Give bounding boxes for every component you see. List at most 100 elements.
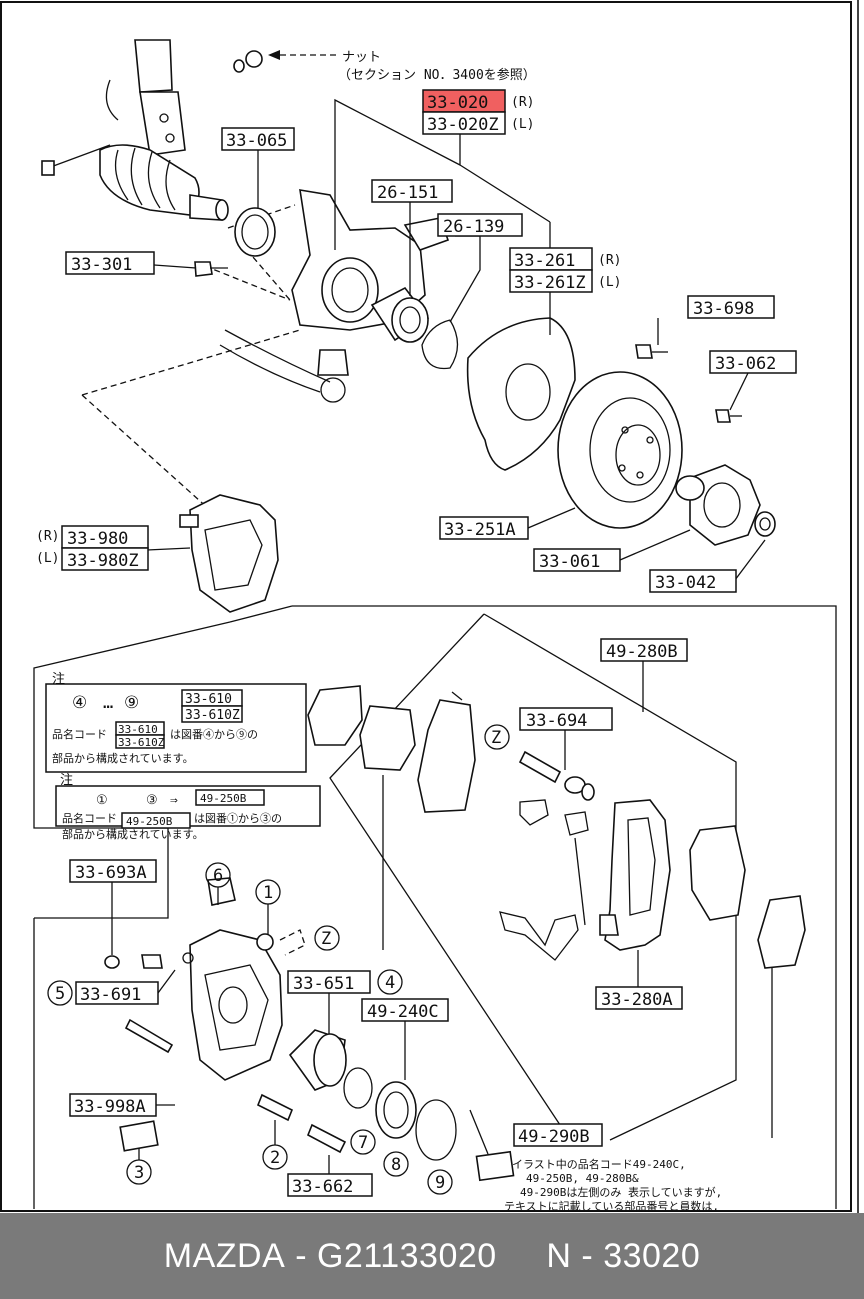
- footer-separator-2: -: [571, 1236, 604, 1275]
- bolts-33-698-33-062-part: [635, 318, 749, 423]
- callout-33-651-label: 33-651: [293, 974, 354, 994]
- dust-cover-33-261-part: [466, 222, 576, 471]
- footer-part-number: G21133020: [316, 1236, 497, 1275]
- callout-33-698[interactable]: 33-698: [687, 295, 775, 319]
- footer-gap: [497, 1237, 547, 1276]
- callout-49-240c[interactable]: 49-240C: [361, 998, 449, 1080]
- right-side-mark-980: (R): [36, 529, 59, 544]
- callout-26-139-label: 26-139: [443, 217, 504, 237]
- callout-33-662-label: 33-662: [292, 1177, 353, 1197]
- note1-line1-suffix: は図番④から⑨の: [170, 728, 258, 741]
- note1-code-a: 33-610: [185, 692, 232, 707]
- left-side-mark: (L): [511, 117, 534, 132]
- note1-title: 注: [52, 672, 65, 687]
- callout-33-020[interactable]: 33-020 33-020Z (R) (L): [334, 89, 551, 250]
- callout-33-280a[interactable]: 33-280A: [595, 950, 683, 1010]
- callout-33-261-label: 33-261: [514, 251, 575, 271]
- note2-num-from: ①: [96, 793, 108, 808]
- clips-part: [499, 799, 589, 961]
- z-marker-mid-label: Z: [321, 929, 331, 949]
- right-side-mark: (R): [511, 95, 534, 110]
- pad-kit-frame: [483, 613, 737, 1141]
- footnote: イラスト中の品名コード49-240C, 49-250B, 49-280B& 49…: [504, 1157, 722, 1213]
- callout-33-691-label: 33-691: [80, 985, 141, 1005]
- callout-33-251a-label: 33-251A: [444, 520, 516, 540]
- oil-seal-33-065-part: [234, 150, 276, 257]
- right-side-mark-261: (R): [598, 253, 621, 268]
- callout-33-980[interactable]: (R) (L) 33-980 33-980Z: [36, 525, 149, 571]
- callout-33-693a[interactable]: 33-693A: [69, 859, 157, 969]
- callout-33-062-label: 33-062: [715, 354, 776, 374]
- note1-line2: 部品から構成されています。: [52, 751, 194, 765]
- callout-33-301[interactable]: 33-301: [65, 251, 197, 275]
- callout-33-261z-label: 33-261Z: [514, 273, 586, 293]
- bleeder-parts: [256, 1093, 347, 1154]
- callout-33-065[interactable]: 33-065: [221, 127, 295, 151]
- num-4-label: 4: [385, 973, 395, 993]
- label-plate-left-part: [119, 1120, 159, 1160]
- piston-part: [288, 1029, 457, 1161]
- left-side-mark-980: (L): [36, 551, 59, 566]
- note-box-1: 注 ④ … ⑨ 33-610 33-610Z 品名コード 33-610 33-6…: [45, 672, 307, 773]
- note2-arrow: ⇒: [170, 793, 178, 808]
- detail-frame-top-right: [292, 605, 837, 1209]
- callout-33-042[interactable]: 33-042: [649, 569, 737, 593]
- note1-line1-prefix: 品名コード: [52, 727, 107, 741]
- num-7-label: 7: [358, 1133, 368, 1153]
- callout-33-651[interactable]: 33-651 4: [287, 969, 403, 1040]
- callout-26-151[interactable]: 26-151: [371, 179, 453, 203]
- hub-nut-33-042-part: [734, 511, 776, 581]
- footnote-line2: 49-250B, 49-280B&: [526, 1172, 639, 1185]
- callout-33-998a[interactable]: 33-998A: [69, 1018, 175, 1117]
- callout-33-694[interactable]: 33-694: [519, 707, 613, 770]
- footer-brand: MAZDA: [163, 1236, 286, 1275]
- hub-33-061-part: [619, 464, 761, 561]
- num-marker-8: 8: [383, 1151, 409, 1177]
- footer-code: 33020: [603, 1236, 701, 1275]
- callout-33-280a-label: 33-280A: [601, 990, 673, 1010]
- num-8-label: 8: [391, 1155, 401, 1175]
- num-marker-3: 3: [126, 1159, 152, 1185]
- guide-pin-part: [518, 750, 595, 801]
- callout-33-061-label: 33-061: [539, 552, 600, 572]
- caliper-body-part: [141, 877, 283, 1081]
- callout-33-662[interactable]: 33-662: [287, 1155, 373, 1197]
- num-3-label: 3: [134, 1163, 144, 1183]
- num-marker-2: 2: [262, 1144, 288, 1170]
- pad-kit-frame-left: [329, 613, 571, 1141]
- callout-49-290b[interactable]: 49-290B: [513, 1123, 603, 1147]
- note2-title: 注: [60, 773, 73, 788]
- callout-33-020z-label: 33-020Z: [427, 115, 499, 135]
- parts-diagram: ナット （セクション NO．3400を参照）: [0, 0, 859, 1213]
- page-frame: [0, 1, 852, 1212]
- callout-33-062[interactable]: 33-062: [709, 350, 797, 374]
- callout-33-061[interactable]: 33-061: [533, 548, 621, 572]
- callout-33-020-label: 33-020: [427, 93, 488, 113]
- callout-33-691[interactable]: 5 33-691: [47, 969, 176, 1006]
- label-plate-right-part: [469, 1109, 515, 1182]
- callout-33-980-label: 33-980: [67, 529, 128, 549]
- pad-left-part: [417, 691, 476, 813]
- footer-section: N: [546, 1236, 572, 1275]
- footnote-line4: テキストに記載している部品番号と員数は,: [504, 1199, 719, 1213]
- mounting-bracket-part: [599, 799, 671, 951]
- note2-line1-suffix: は図番①から③の: [194, 812, 282, 825]
- callout-26-139[interactable]: 26-139: [437, 213, 523, 237]
- callout-49-290b-label: 49-290B: [518, 1127, 590, 1147]
- z-marker-top: Z: [484, 724, 510, 750]
- footnote-line3: 49-290Bは左側のみ 表示していますが,: [520, 1185, 722, 1199]
- callout-33-694-label: 33-694: [526, 711, 587, 731]
- callout-49-280b[interactable]: 49-280B: [600, 638, 688, 712]
- callout-33-251a[interactable]: 33-251A: [439, 516, 529, 540]
- num-5-label: 5: [55, 984, 65, 1004]
- footnote-line1: イラスト中の品名コード49-240C,: [512, 1157, 686, 1171]
- note1-num-to: ⑨: [124, 693, 139, 713]
- part-info-footer: MAZDA - G21133020 N - 33020: [0, 1213, 864, 1299]
- num-marker-6: 6: [205, 862, 231, 905]
- z-marker-top-label: Z: [491, 728, 501, 748]
- callout-33-998a-label: 33-998A: [74, 1097, 146, 1117]
- callout-33-261[interactable]: 33-261 33-261Z (R) (L): [509, 247, 621, 293]
- bearing-26-151-part: [370, 200, 430, 343]
- shim-right-part: [757, 895, 806, 1138]
- callout-49-240c-label: 49-240C: [367, 1002, 439, 1022]
